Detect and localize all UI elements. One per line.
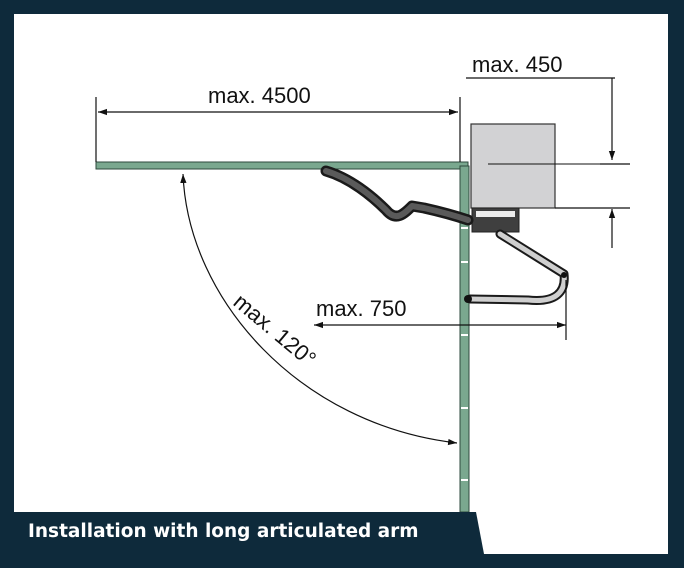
gate-leaf-horizontal: [95, 161, 469, 170]
caption-text: Installation with long articulated arm: [28, 521, 419, 542]
dimension-4500: [95, 97, 461, 162]
caption-banner: Installation with long articulated arm: [14, 512, 484, 554]
articulated-arm-light-fill: [467, 231, 567, 303]
dimension-4500-label: max. 4500: [208, 83, 311, 108]
arm-pivot-joint: [561, 272, 567, 278]
arm-gate-joint: [464, 295, 472, 303]
motor-bracket-inner: [476, 211, 515, 217]
dimension-450-label: max. 450: [472, 52, 563, 77]
opening-angle-label: max. 120°: [229, 289, 321, 372]
dimension-750-label: max. 750: [316, 296, 407, 321]
dimension-450: [466, 77, 630, 248]
opening-angle-arc: [180, 173, 458, 446]
post-hinge-marks: [461, 227, 468, 481]
motor-housing: [470, 123, 556, 209]
